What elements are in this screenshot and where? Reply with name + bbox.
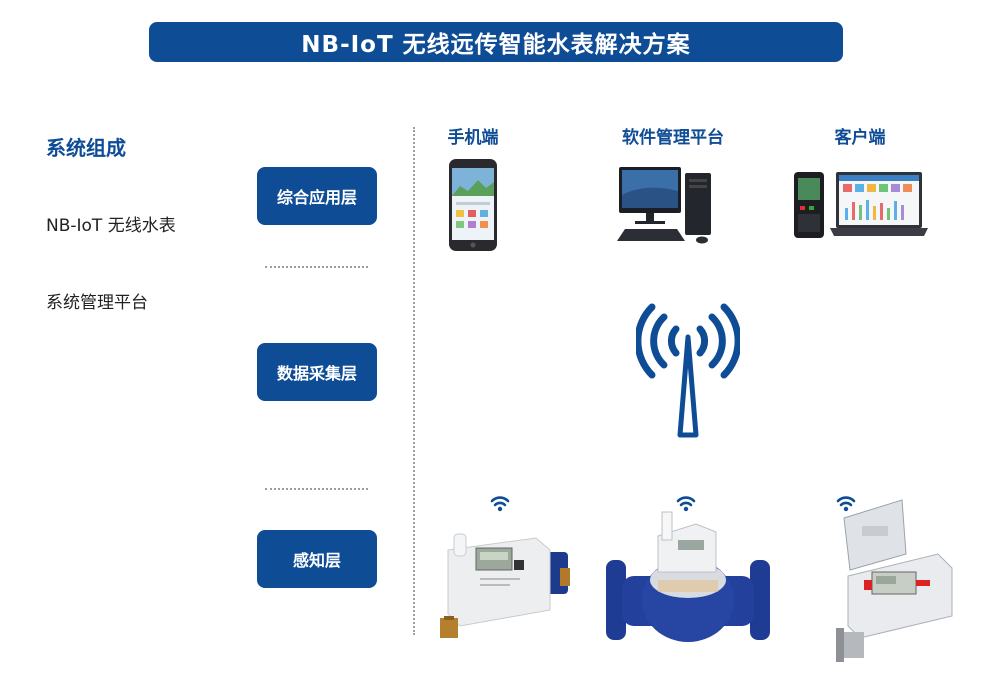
layer-data-collection-label: 数据采集层 <box>276 364 357 383</box>
column-software-platform: 软件管理平台 <box>622 128 724 148</box>
handheld-laptop-icon <box>792 170 930 240</box>
vertical-divider <box>413 127 415 635</box>
column-client: 客户端 <box>834 128 886 148</box>
divider-2 <box>265 488 368 490</box>
wifi-icon <box>836 494 856 514</box>
divider-1 <box>265 266 368 268</box>
layer-application[interactable]: 综合应用层 <box>257 167 377 225</box>
layer-perception-label: 感知层 <box>292 551 341 570</box>
page-title: NB-IoT 无线远传智能水表解决方案 <box>301 32 691 58</box>
page-title-bar: NB-IoT 无线远传智能水表解决方案 <box>149 22 843 62</box>
layer-data-collection[interactable]: 数据采集层 <box>257 343 377 401</box>
antenna-tower-icon <box>636 303 740 439</box>
layer-application-label: 综合应用层 <box>276 188 357 207</box>
section-title: 系统组成 <box>46 136 126 160</box>
item-nb-iot-meter: NB-IoT 无线水表 <box>46 216 176 236</box>
item-management-platform: 系统管理平台 <box>46 293 148 313</box>
smartphone-icon <box>448 158 498 252</box>
wifi-icon <box>490 494 510 514</box>
water-meter-icon <box>600 510 776 650</box>
water-meter-icon <box>836 498 956 666</box>
water-meter-icon <box>440 530 572 642</box>
wifi-icon <box>676 494 696 514</box>
desktop-pc-icon <box>615 165 721 250</box>
column-mobile: 手机端 <box>447 128 499 148</box>
layer-perception[interactable]: 感知层 <box>257 530 377 588</box>
